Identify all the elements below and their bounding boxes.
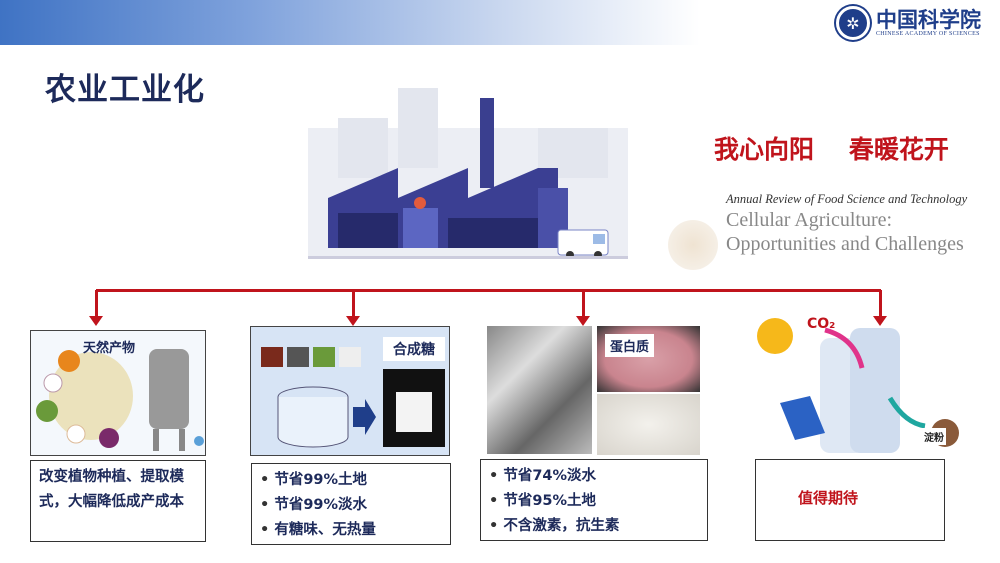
decorative-circle <box>668 220 718 270</box>
image-label: 天然产物 <box>83 341 136 356</box>
connector-line <box>96 289 881 292</box>
bioreactor-illustration <box>36 349 204 451</box>
logo-cn: 中国科学院 <box>876 7 981 32</box>
protein-powder-photo <box>597 394 700 455</box>
bullet-item: 有糖味、无热量 <box>260 518 442 543</box>
page-title: 农业工业化 <box>45 72 205 108</box>
arrow-down-icon <box>89 290 103 326</box>
solar-starch-illustration <box>757 318 959 453</box>
bullet-item: 节省95%土地 <box>489 489 699 514</box>
starch-label: 淀粉 <box>922 428 946 445</box>
paper-title-2: Opportunities and Challenges <box>726 233 964 255</box>
image-label: 合成糖 <box>383 337 445 361</box>
fermentation-equipment-photo <box>487 326 592 454</box>
sugar-synthesis-illustration <box>261 347 445 448</box>
header-banner <box>0 0 1000 45</box>
synthetic-sugar-image: 合成糖 <box>250 326 450 456</box>
arrow-down-icon <box>873 290 887 326</box>
slogan: 我心向阳 春暖花开 <box>714 135 949 164</box>
future-text: 值得期待 <box>755 459 945 541</box>
protein-photo: 蛋白质 <box>597 326 700 392</box>
bullet-item: 节省99%淡水 <box>260 493 442 518</box>
factory-illustration <box>308 88 628 259</box>
co2-label: CO₂ <box>807 316 836 332</box>
paper-journal: Annual Review of Food Science and Techno… <box>726 192 968 206</box>
image-label: 蛋白质 <box>605 334 655 357</box>
paper-title-1: Cellular Agriculture: <box>726 209 893 231</box>
bullet-item: 节省74%淡水 <box>489 464 699 489</box>
arrow-down-icon <box>346 290 360 326</box>
cas-logo: ✲ 中国科学院 CHINESE ACADEMY OF SCIENCES <box>836 6 981 40</box>
cas-seal-icon: ✲ <box>836 6 870 40</box>
protein-text: 节省74%淡水 节省95%土地 不含激素，抗生素 <box>480 459 708 541</box>
natural-products-text: 改变植物种植、提取模式，大幅降低成产成本 <box>30 460 206 542</box>
synthetic-sugar-text: 节省99%土地 节省99%淡水 有糖味、无热量 <box>251 463 451 545</box>
natural-products-image: 天然产物 <box>30 330 206 456</box>
bullet-item: 不含激素，抗生素 <box>489 514 699 539</box>
bullet-item: 节省99%土地 <box>260 468 442 493</box>
arrow-down-icon <box>576 290 590 326</box>
logo-en: CHINESE ACADEMY OF SCIENCES <box>876 31 980 37</box>
paper-reference: Annual Review of Food Science and Techno… <box>668 192 973 270</box>
